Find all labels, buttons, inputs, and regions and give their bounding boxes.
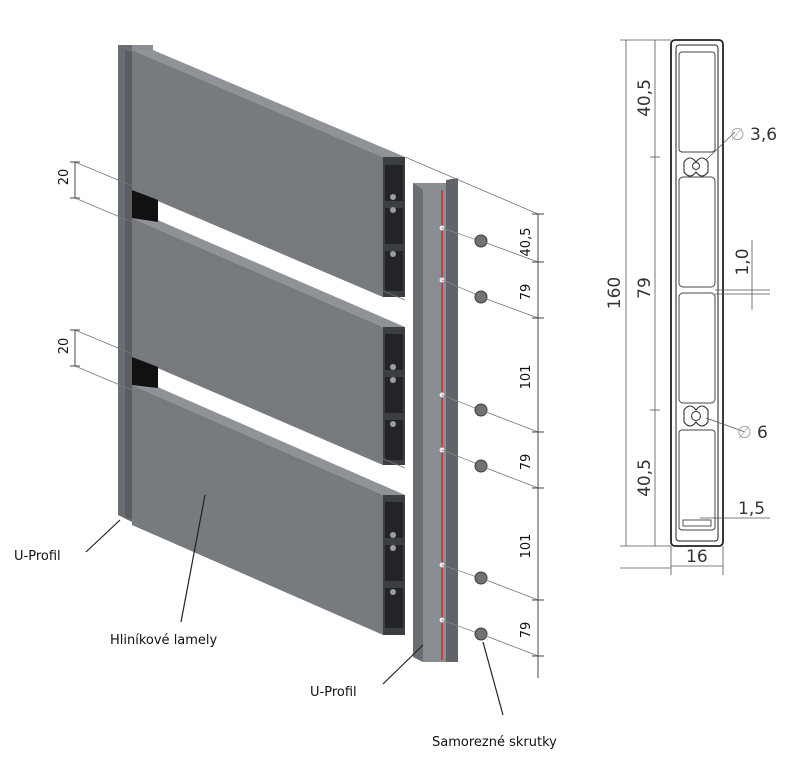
- dim-width: 16: [686, 547, 708, 567]
- dim-hole-top: 3,6: [750, 125, 777, 145]
- callouts: U-Profil Hliníkové lamely U-Profil Samor…: [14, 494, 557, 750]
- profile-cross-section: [670, 39, 724, 547]
- dim-screw-6: 79: [519, 622, 534, 639]
- dim-edge: 1,5: [738, 499, 765, 519]
- label-u-profil-right: U-Profil: [310, 685, 357, 700]
- label-lamely: Hliníkové lamely: [110, 633, 218, 648]
- left-gap-dims: 20 20: [57, 161, 80, 367]
- dim-gap-bottom: 20: [57, 338, 72, 355]
- lamella-bottom: [132, 357, 405, 635]
- dim-screw-5: 101: [519, 534, 534, 559]
- dim-hole-bottom: 6: [757, 423, 768, 443]
- dim-wall: 1,0: [733, 248, 753, 275]
- diameter-icon: ∅: [730, 125, 745, 145]
- diameter-icon: ∅: [737, 423, 752, 443]
- lamella-middle: [132, 190, 405, 465]
- screw-dimension-chain: 40,5 79 101 79 101 79: [519, 213, 544, 678]
- dim-top: 40,5: [635, 79, 655, 117]
- lamella-top: [132, 50, 405, 297]
- dim-middle: 79: [635, 277, 655, 299]
- dim-screw-1: 40,5: [519, 228, 534, 257]
- dim-screw-3: 101: [519, 365, 534, 390]
- dim-bottom: 40,5: [635, 459, 655, 497]
- label-u-profil-left: U-Profil: [14, 549, 61, 564]
- dim-gap-top: 20: [57, 169, 72, 186]
- dim-total-height: 160: [605, 277, 625, 309]
- extension-lines: [74, 156, 539, 657]
- dim-screw-4: 79: [519, 454, 534, 471]
- right-u-profil-post: [413, 178, 458, 662]
- dim-screw-2: 79: [519, 284, 534, 301]
- left-u-profil-post: [118, 45, 153, 522]
- section-dimensions: 160 40,5 79 40,5 1,0 ∅ 3,6 ∅ 6 1,5 16: [605, 39, 777, 575]
- label-skrutky: Samorezné skrutky: [432, 735, 557, 750]
